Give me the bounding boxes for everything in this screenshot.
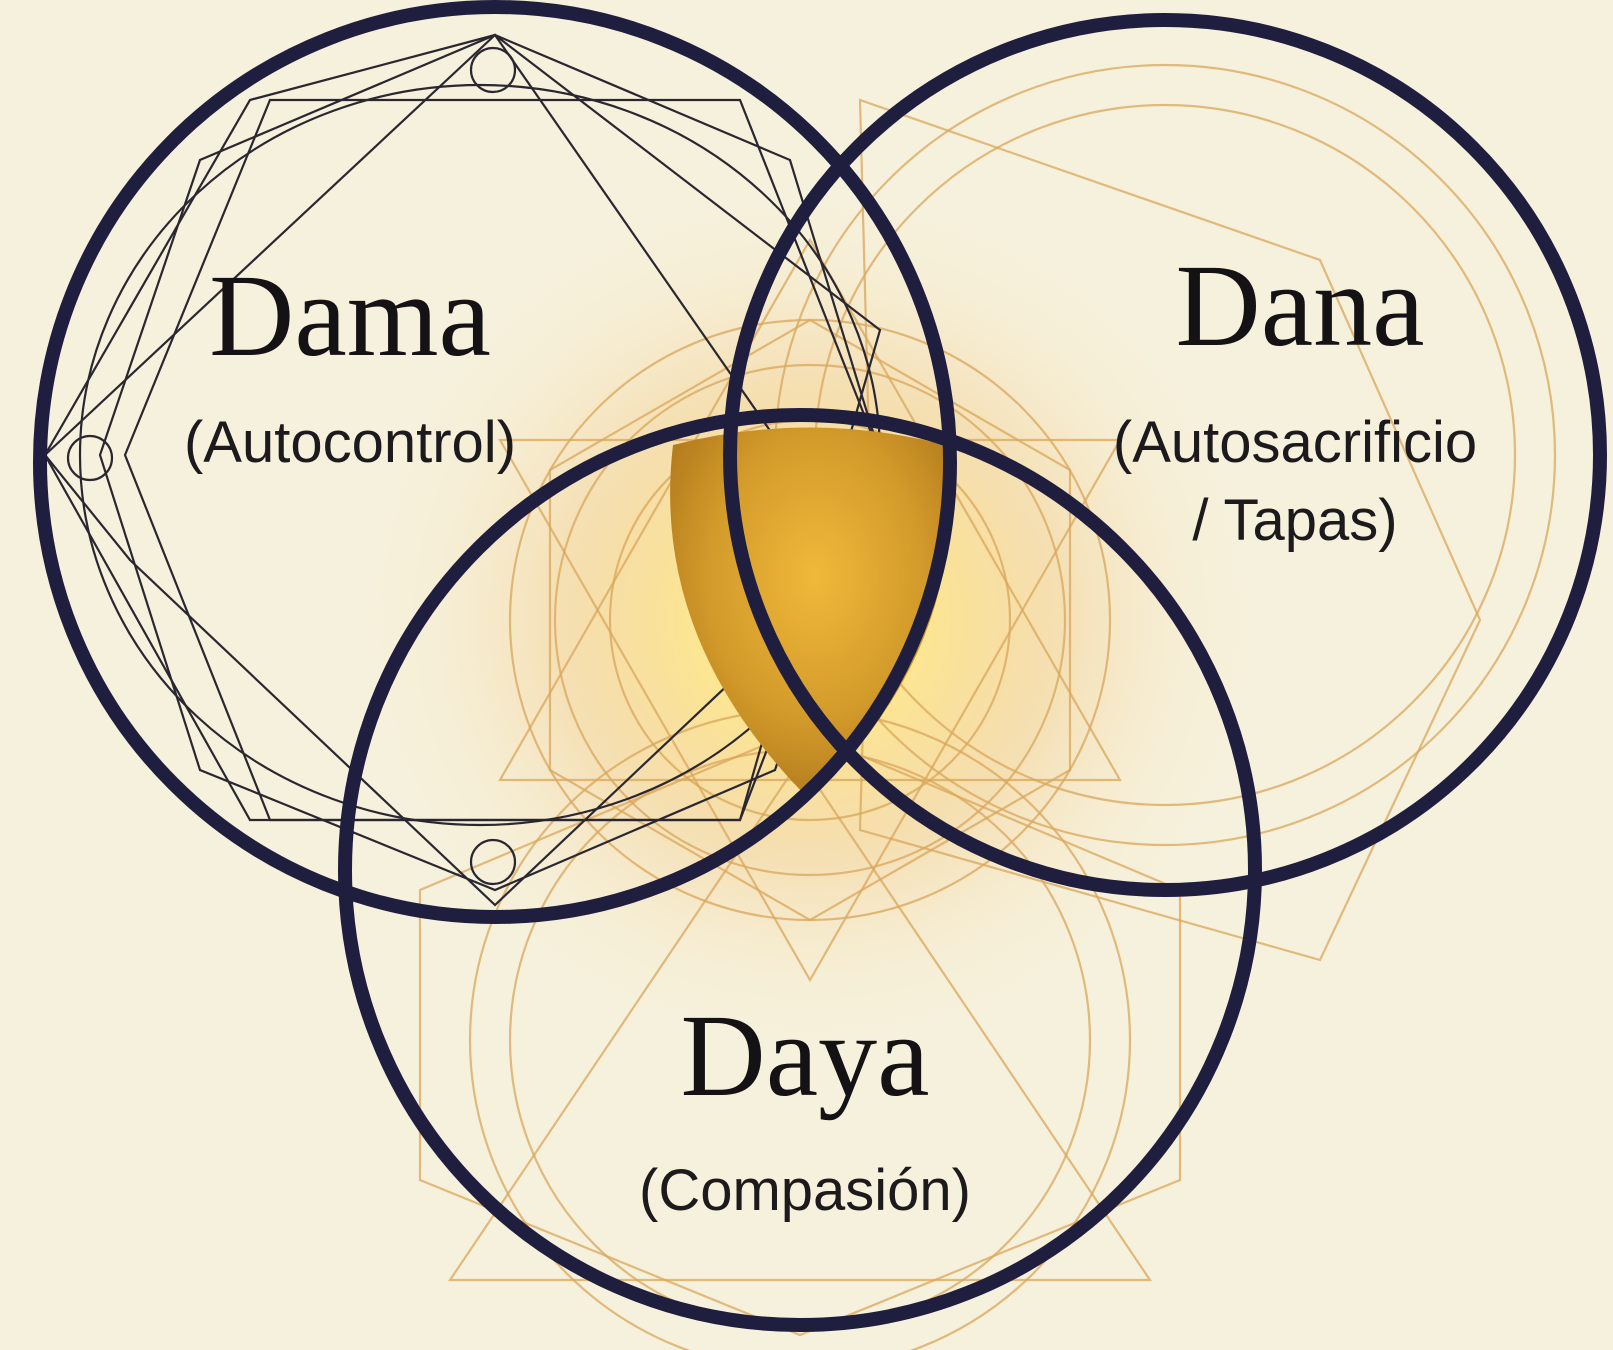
dama-title: Dama	[209, 250, 491, 381]
daya-title: Daya	[681, 990, 930, 1121]
dama-circle	[33, 0, 957, 924]
daya-subtitle: (Compasión)	[639, 1158, 971, 1223]
dana-subtitle-line2: / Tapas)	[1192, 488, 1397, 553]
daya-circle	[338, 408, 1262, 1332]
dana-circle	[723, 13, 1607, 897]
dana-title: Dana	[1176, 240, 1425, 371]
dama-subtitle: (Autocontrol)	[184, 410, 516, 475]
dana-subtitle-line1: (Autosacrificio	[1113, 410, 1477, 475]
